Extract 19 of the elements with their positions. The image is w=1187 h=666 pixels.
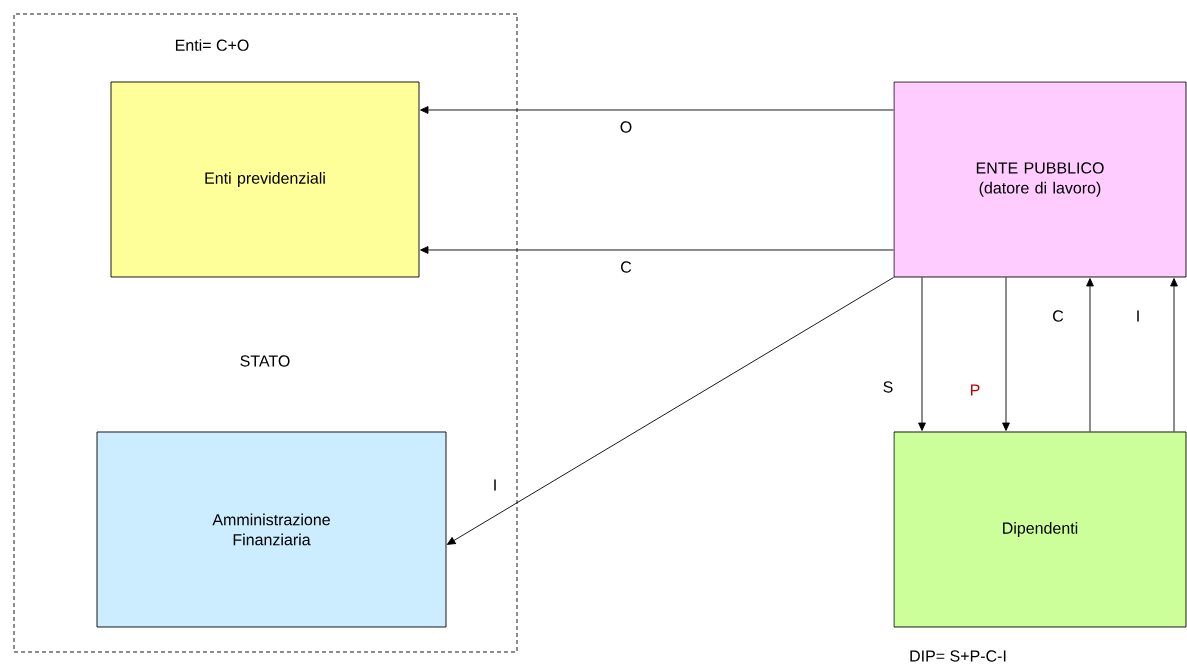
edge-label: C bbox=[619, 260, 633, 274]
edge-label: I bbox=[1134, 309, 1142, 323]
process-box: Amministrazione Finanziaria bbox=[96, 431, 447, 628]
edge-label: C bbox=[1051, 309, 1065, 323]
arrow bbox=[1002, 277, 1010, 431]
edge-label: I bbox=[491, 478, 499, 492]
arrow bbox=[1170, 278, 1178, 432]
note: DIP= S+P-C-I bbox=[910, 650, 1006, 662]
arrow bbox=[1086, 278, 1094, 432]
arrow bbox=[446, 277, 894, 545]
edge-label: O bbox=[618, 120, 634, 134]
process-box: Enti previdenziali bbox=[110, 81, 420, 278]
process-box: ENTE PUBBLICO (datore di lavoro) bbox=[893, 81, 1187, 278]
edge-label: P bbox=[968, 383, 982, 397]
arrow bbox=[420, 246, 894, 254]
process-box: Dipendenti bbox=[893, 431, 1187, 628]
edge-label: S bbox=[881, 380, 895, 394]
arrow bbox=[918, 277, 926, 431]
arrow bbox=[420, 106, 894, 114]
